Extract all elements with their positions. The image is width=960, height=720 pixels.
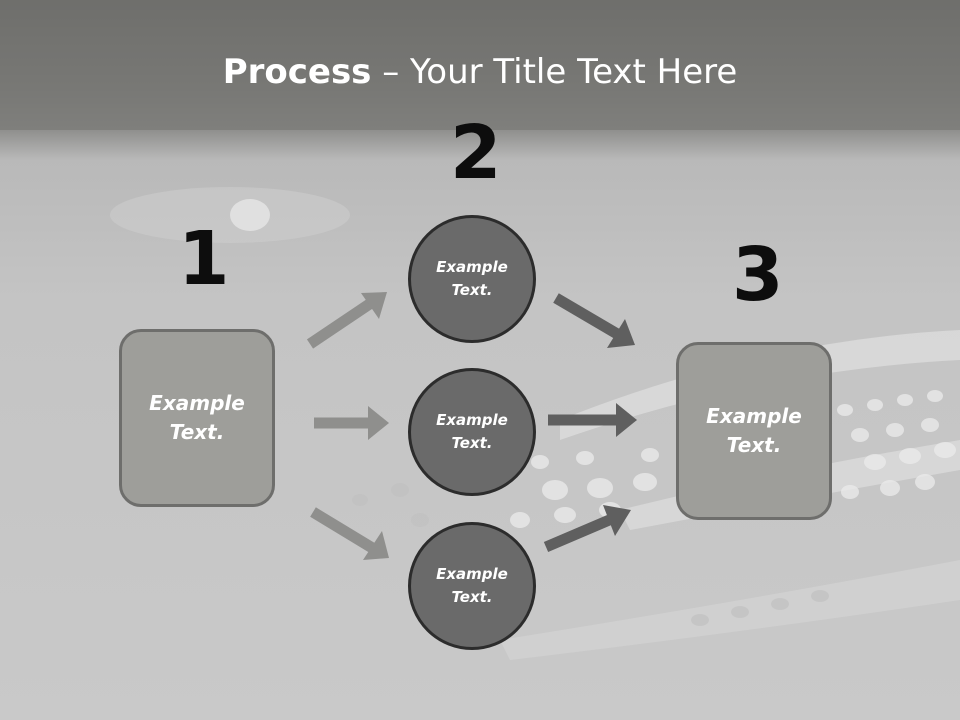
title-bold: Process <box>222 52 372 92</box>
step-3-text: Example Text. <box>706 404 802 457</box>
circle-bottom-text: Example Text. <box>436 565 508 606</box>
title-rest: – Your Title Text Here <box>371 52 738 92</box>
arrow-bottom-circle-to-box3 <box>543 505 631 553</box>
step-number-1: 1 <box>178 216 230 302</box>
arrow-top-circle-to-box3 <box>553 293 635 348</box>
slide-title: Process – Your Title Text Here <box>0 52 960 92</box>
step-2-circle-middle: Example Text. <box>408 368 536 496</box>
arrow-middle-circle-to-box3 <box>548 403 637 437</box>
step-2-circle-top: Example Text. <box>408 215 536 343</box>
arrow-box1-to-bottom-circle <box>310 507 389 560</box>
circle-top-text: Example Text. <box>436 258 508 299</box>
arrow-box1-to-middle-circle <box>314 406 389 440</box>
step-number-3: 3 <box>732 232 784 318</box>
step-2-circle-bottom: Example Text. <box>408 522 536 650</box>
arrow-box1-to-top-circle <box>306 292 387 349</box>
step-3-box: Example Text. <box>676 342 832 520</box>
step-1-text: Example Text. <box>149 391 245 444</box>
step-number-2: 2 <box>450 110 502 196</box>
circle-middle-text: Example Text. <box>436 411 508 452</box>
step-1-box: Example Text. <box>119 329 275 507</box>
